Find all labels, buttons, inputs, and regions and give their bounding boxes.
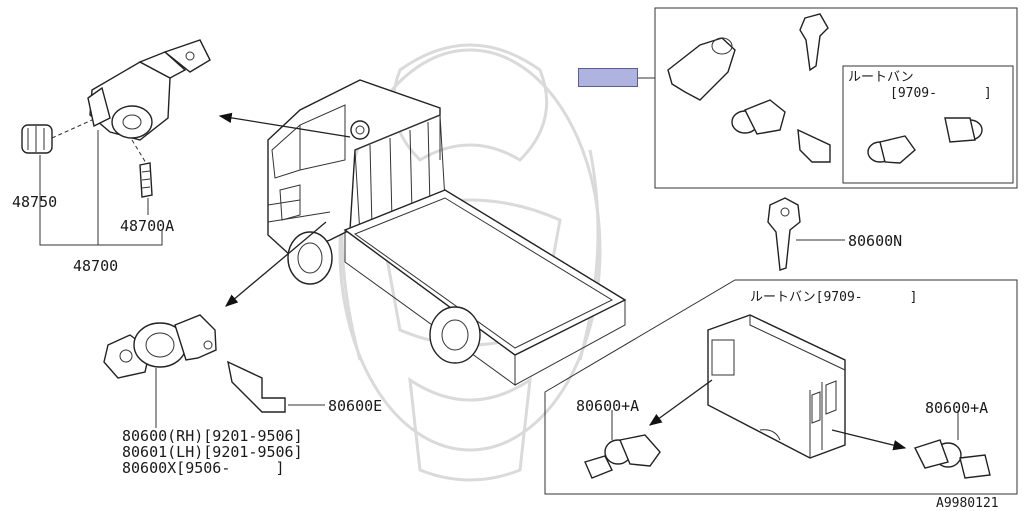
arrow-to-door-lock <box>225 221 327 307</box>
label-80600a-left: 80600+A <box>576 397 640 415</box>
inset-top-box <box>654 7 1018 189</box>
label-80600x: 80600X[9506- ] <box>122 459 285 477</box>
inset-bottom-caption: ルートバン[9709- ] <box>750 290 918 305</box>
label-80600e: 80600E <box>328 397 383 415</box>
inset-top-route-van-range: [9709- ] <box>890 86 992 101</box>
key-80600N <box>767 197 801 271</box>
bracket-48750 <box>39 155 163 246</box>
arrow-van-left <box>648 379 713 426</box>
inset-bottom-box <box>544 279 1018 495</box>
arrow-van-right <box>831 429 907 451</box>
truck-illustration <box>267 79 627 386</box>
label-80600n: 80600N <box>848 232 903 250</box>
van-lock-left <box>584 434 661 479</box>
label-80600rh: 80600(RH)[9201-9506] <box>122 427 303 445</box>
inset-top-route-van-title: ルートバン <box>848 70 914 85</box>
door-lock-assembly <box>103 314 286 413</box>
van-lock-right <box>914 439 991 479</box>
van-illustration <box>707 314 846 459</box>
arrow-to-ignition <box>218 112 351 138</box>
label-80600a-right: 80600+A <box>925 399 989 417</box>
label-80601lh: 80601(LH)[9201-9506] <box>122 443 303 461</box>
diagram-code: A9980121 <box>936 496 999 511</box>
highlight-swatch[interactable] <box>578 68 638 87</box>
ignition-assembly <box>21 39 211 198</box>
inset-route-van-box <box>842 65 1014 184</box>
inset-top-parts <box>667 13 983 164</box>
label-48700a: 48700A <box>120 217 175 235</box>
label-48700: 48700 <box>73 257 119 275</box>
label-48750: 48750 <box>12 193 58 211</box>
